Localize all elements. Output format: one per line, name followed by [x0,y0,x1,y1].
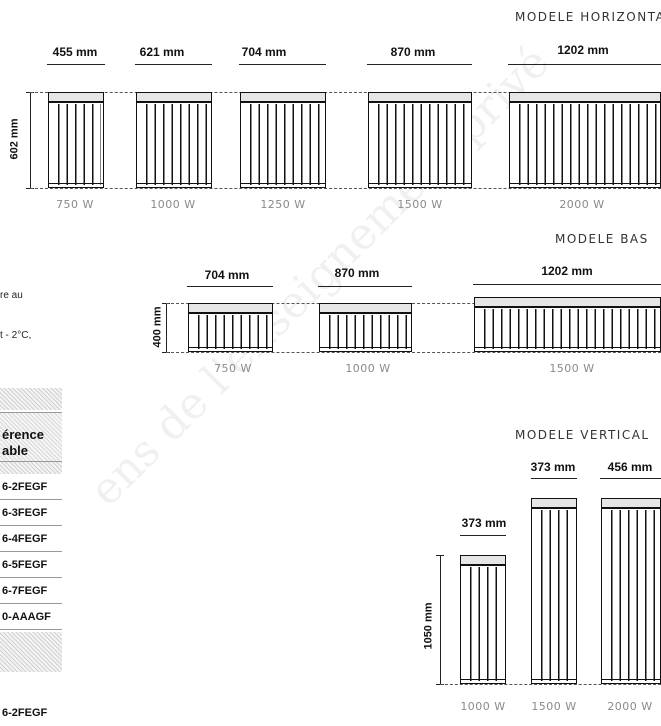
width-label: 704 mm [204,268,250,282]
table-row: 6-3FEGF [0,500,62,526]
height-dimension-line [30,92,31,189]
section-title-horizontal: MODELE HORIZONTAL [515,10,661,24]
table-header-shade [0,388,62,410]
dimension-line [187,286,273,287]
width-label: 1202 mm [557,43,609,57]
table-row: 6-4FEGF [0,526,62,552]
power-label: 1250 W [260,198,306,211]
width-label: 373 mm [461,516,507,530]
dimension-line [460,535,506,536]
reference-dashed-line [166,352,661,353]
radiator-vertical-2000w [601,498,661,684]
width-label: 870 mm [390,45,436,59]
dimension-line [318,286,412,287]
body-text: t - 2°C, [0,330,32,341]
power-label: 750 W [214,362,252,375]
dimension-line [239,64,326,65]
reference-dashed-line [166,303,661,304]
power-label: 1500 W [397,198,443,211]
height-dimension-line [440,555,441,685]
body-text: re au [0,290,23,301]
reference-dashed-line [440,684,661,685]
radiator-bas-1000w [319,303,412,352]
height-label: 1050 mm [422,602,435,650]
table-spacer-shade [0,462,62,474]
radiator-bas-1500w [474,297,661,352]
radiator-horizontal-1250w [240,92,326,188]
dimension-line [600,478,661,479]
power-label: 2000 W [607,700,653,713]
section-title-vertical: MODELE VERTICAL [515,428,650,442]
height-dimension-line [166,303,167,353]
radiator-horizontal-750w [48,92,104,188]
dimension-line [473,284,661,285]
width-label: 1202 mm [541,264,593,278]
power-label: 1500 W [531,700,577,713]
table-row: 6-2FEGF [2,707,48,719]
width-label: 455 mm [52,45,98,59]
radiator-vertical-1500w [531,498,577,684]
table-row: 0-AAAGF [0,604,62,630]
table-row: 6-5FEGF [0,552,62,578]
table-spacer-shade [0,632,62,672]
dimension-line [531,478,577,479]
table-row: 6-2FEGF [0,474,62,500]
height-label: 602 mm [8,118,21,160]
table-header: érence able [0,412,62,462]
radiator-horizontal-1500w [368,92,472,188]
dimension-line [508,64,661,65]
height-label: 400 mm [151,306,164,348]
section-title-bas: MODELE BAS [555,232,649,246]
width-label: 704 mm [241,45,287,59]
radiator-horizontal-1000w [136,92,212,188]
width-label: 456 mm [607,460,653,474]
table-row: 6-7FEGF [0,578,62,604]
reference-dashed-line [30,92,661,93]
power-label: 1000 W [150,198,196,211]
dimension-line [135,64,212,65]
power-label: 1000 W [345,362,391,375]
table-header-text: érence [2,427,44,442]
dimension-line [367,64,472,65]
reference-dashed-line [30,188,661,189]
radiator-vertical-1000w [460,555,506,684]
dimension-line [47,64,105,65]
width-label: 621 mm [139,45,185,59]
width-label: 870 mm [334,266,380,280]
width-label: 373 mm [530,460,576,474]
table-header-text: able [2,443,29,458]
power-label: 1000 W [460,700,506,713]
power-label: 2000 W [559,198,605,211]
power-label: 1500 W [549,362,595,375]
dimension-tick [436,555,444,556]
power-label: 750 W [56,198,94,211]
radiator-horizontal-2000w [509,92,661,188]
radiator-bas-750w [188,303,273,352]
